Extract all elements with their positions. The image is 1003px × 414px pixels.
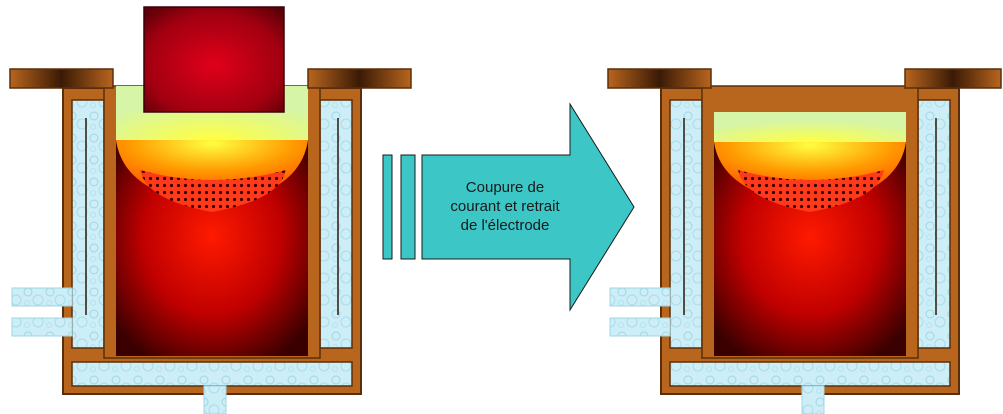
flange-left: [9, 68, 114, 89]
water-jacket-right: [319, 99, 353, 349]
arrow-caption-line-3: de l'électrode: [460, 217, 550, 234]
water-jacket-left: [669, 99, 703, 349]
coolant-inlet-lower: [609, 317, 671, 337]
water-jacket-left: [71, 99, 105, 349]
water-jacket-bottom: [71, 361, 353, 387]
furnace-right: [607, 68, 1002, 414]
flange-left: [607, 68, 712, 89]
arrow-caption-line-2: courant et retrait: [450, 198, 560, 215]
water-jacket-bottom: [669, 361, 951, 387]
coolant-outlet: [801, 385, 825, 414]
arrow-caption: Coupure de courant et retrait de l'élect…: [430, 178, 580, 235]
arrow-stripe-1: [382, 154, 393, 260]
flange-right: [307, 68, 412, 89]
coolant-outlet: [203, 385, 227, 414]
electrode: [143, 6, 285, 113]
arrow-stripe-2: [400, 154, 416, 260]
arrow-caption-line-1: Coupure de: [465, 179, 545, 196]
flange-right: [904, 68, 1002, 89]
mushy-zone: [738, 170, 884, 212]
process-arrow: [382, 102, 635, 312]
arrow-shape: [421, 102, 635, 312]
slag-layer: [714, 112, 906, 142]
coolant-inlet-lower: [11, 317, 73, 337]
furnace-left: [9, 6, 412, 414]
water-jacket-right: [917, 99, 951, 349]
coolant-inlet-upper: [609, 287, 671, 307]
mushy-zone: [140, 170, 286, 212]
coolant-inlet-upper: [11, 287, 73, 307]
